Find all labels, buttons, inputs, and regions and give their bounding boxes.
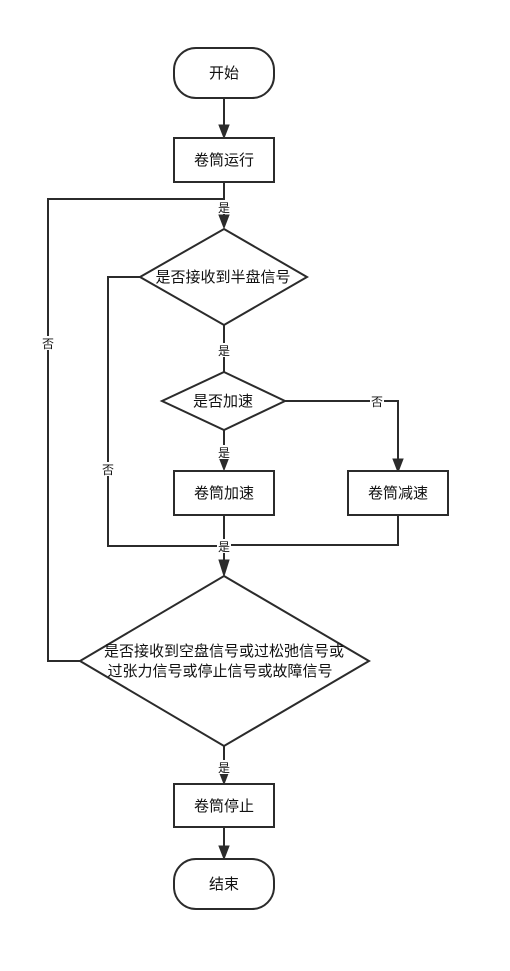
stop-signal-decision: [78, 574, 371, 748]
arrowhead: [218, 845, 230, 861]
edge-label-loop-yes: 是: [218, 201, 230, 215]
edge-half-no-bypass: [107, 276, 224, 547]
stop-signal-decision-label-line1: 是否接收到空盘信号或过松弛信号或: [104, 642, 344, 660]
arrowhead: [218, 214, 230, 230]
edge-label-accel-no: 否: [371, 395, 383, 409]
accelerate-decision-label: 是否加速: [193, 392, 253, 410]
end-node-label: 结束: [209, 875, 239, 893]
edge-stop-check-no-loop: [47, 198, 224, 662]
start-node-label: 开始: [209, 64, 239, 82]
edge-label-stop-yes: 是: [218, 761, 230, 775]
reel-stop-label: 卷筒停止: [194, 797, 254, 815]
half-signal-decision-label: 是否接收到半盘信号: [155, 268, 290, 286]
stop-signal-decision-label-line2: 过张力信号或停止信号或故障信号: [107, 662, 332, 680]
reel-run-node: [173, 137, 275, 183]
arrowhead: [218, 124, 230, 140]
edge-accel-no: [285, 400, 399, 462]
edge-label-merge-yes: 是: [218, 540, 230, 554]
accelerate-decision: [159, 370, 288, 432]
reel-accelerate-node: [173, 470, 275, 516]
reel-decelerate-node: [347, 470, 449, 516]
reel-stop-node: [173, 783, 275, 828]
edge-label-accel-yes: 是: [218, 446, 230, 460]
arrowhead: [218, 559, 230, 578]
start-node: [173, 47, 275, 99]
edge-label-stop-no: 否: [42, 337, 54, 351]
edge-label-half-no: 否: [102, 463, 114, 477]
half-signal-decision: [137, 227, 309, 327]
reel-run-label: 卷筒运行: [194, 151, 254, 169]
arrowhead: [392, 458, 404, 474]
end-node: [173, 858, 275, 910]
reel-decelerate-label: 卷筒减速: [368, 484, 428, 502]
reel-accelerate-label: 卷筒加速: [194, 484, 254, 502]
edge-label-half-yes: 是: [218, 344, 230, 358]
edge-decel-to-merge: [224, 515, 399, 546]
